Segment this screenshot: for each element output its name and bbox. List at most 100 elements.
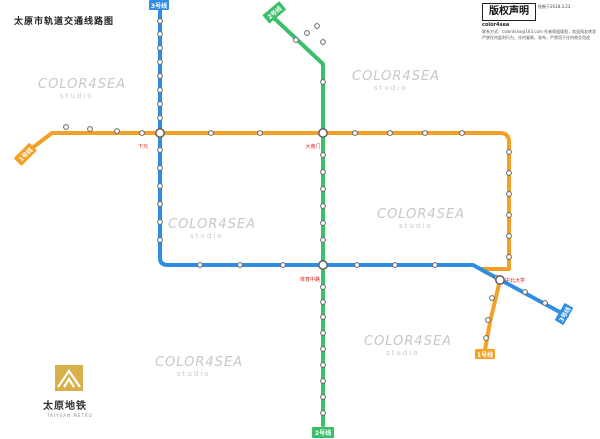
station-node[interactable] (293, 37, 299, 43)
station-node[interactable] (157, 237, 163, 243)
station-node[interactable] (320, 410, 326, 416)
logo-name: 太原地铁 (43, 401, 87, 412)
watermark-subtext: studio (60, 92, 94, 100)
station-node[interactable] (506, 212, 512, 218)
station-node[interactable] (483, 335, 489, 341)
station-node[interactable] (320, 169, 326, 175)
station-node[interactable] (280, 262, 286, 268)
station-node[interactable] (314, 23, 320, 29)
station-node[interactable] (304, 30, 310, 36)
station-node[interactable] (320, 152, 326, 158)
station-node[interactable] (522, 289, 528, 295)
line1-badge-south[interactable] (475, 349, 495, 359)
line3-badge-south[interactable] (555, 303, 574, 325)
station-node[interactable] (208, 130, 214, 136)
station-node[interactable] (506, 170, 512, 176)
station-node[interactable] (257, 130, 263, 136)
station-node[interactable] (485, 317, 491, 323)
station-node[interactable] (320, 79, 326, 85)
station-node[interactable] (139, 130, 145, 136)
metro-logo-icon (55, 365, 83, 391)
route-layer (21, 5, 569, 427)
copyright-text: 联系方式：color4sea@163.com 作者保留版权，欢迎网友转发 严禁任… (482, 29, 597, 40)
interchange-node[interactable] (317, 259, 328, 270)
station-node[interactable] (387, 130, 393, 136)
station-node[interactable] (157, 18, 163, 24)
line2-badge[interactable] (262, 1, 286, 24)
station-node[interactable] (320, 39, 326, 45)
station-node[interactable] (352, 130, 358, 136)
station-node[interactable] (542, 300, 548, 306)
station-node[interactable] (197, 262, 203, 268)
watermark-text: COLOR4SEA (38, 77, 126, 92)
line2-route (272, 16, 325, 427)
station-node[interactable] (506, 254, 512, 260)
station-node[interactable] (432, 262, 438, 268)
line3-badge-label: 3号线 (151, 2, 167, 10)
station-node[interactable] (157, 165, 163, 171)
interchange-node[interactable] (155, 128, 166, 139)
watermark-text: COLOR4SEA (377, 207, 465, 222)
copyright-date: 绘制于2018.3.23 (538, 4, 571, 9)
interchange-node[interactable] (494, 274, 505, 285)
station-node[interactable] (157, 101, 163, 107)
station-node[interactable] (87, 126, 93, 132)
station-node[interactable] (320, 186, 326, 192)
station-node[interactable] (320, 330, 326, 336)
line3-badge[interactable] (149, 0, 169, 10)
taiyuan-metro-logo: 太原地铁 TAIYUAN METRO (43, 365, 121, 425)
station-node[interactable] (157, 87, 163, 93)
station-node[interactable] (157, 45, 163, 51)
station-node[interactable] (63, 124, 69, 130)
interchange-label-xiayuan: 下元 (138, 144, 148, 150)
station-node[interactable] (320, 378, 326, 384)
station-node[interactable] (157, 219, 163, 225)
station-node[interactable] (320, 394, 326, 400)
station-node[interactable] (320, 346, 326, 352)
watermark-subtext: studio (386, 349, 420, 357)
copyright-title: 版权声明 (482, 3, 536, 21)
station-node[interactable] (320, 220, 326, 226)
line1-badge[interactable] (14, 143, 37, 166)
watermark-layer: COLOR4SEAstudioCOLOR4SEAstudioCOLOR4SEAs… (38, 69, 465, 378)
station-node[interactable] (157, 31, 163, 37)
station-node[interactable] (320, 362, 326, 368)
station-node[interactable] (506, 191, 512, 197)
station-node[interactable] (157, 183, 163, 189)
station-node[interactable] (422, 130, 428, 136)
station-node[interactable] (320, 237, 326, 243)
interchange-label-dananmen: 大南门 (305, 143, 320, 150)
station-node[interactable] (320, 203, 326, 209)
station-node[interactable] (114, 128, 120, 134)
map-title: 太原市轨道交通线路图 (14, 17, 115, 27)
label-layer: 3号线 2号线 1号线 1号线 2号线 3号线 下元 大南门 体育中路 中北大学 (14, 0, 574, 438)
station-node[interactable] (320, 299, 326, 305)
interchange-node[interactable] (317, 128, 328, 139)
line3-route (158, 5, 569, 318)
station-node[interactable] (320, 314, 326, 320)
line2-badge-south[interactable] (312, 427, 334, 438)
line1-route (21, 131, 511, 352)
station-node[interactable] (489, 295, 495, 301)
station-node[interactable] (237, 262, 243, 268)
watermark-subtext: studio (374, 84, 408, 92)
station-node[interactable] (157, 147, 163, 153)
watermark-text: COLOR4SEA (155, 355, 243, 370)
watermark-subtext: studio (399, 222, 433, 230)
interchange-label-zhongbei: 中北大学 (505, 277, 525, 284)
station-node[interactable] (157, 73, 163, 79)
station-node[interactable] (459, 130, 465, 136)
copyright-brand: color4sea (482, 22, 510, 28)
station-node[interactable] (506, 149, 512, 155)
station-node[interactable] (354, 262, 360, 268)
watermark-text: COLOR4SEA (352, 69, 440, 84)
station-node[interactable] (506, 233, 512, 239)
station-node[interactable] (157, 115, 163, 121)
station-node[interactable] (157, 59, 163, 65)
station-node[interactable] (157, 201, 163, 207)
interchange-label-tiyu: 体育中路 (300, 276, 320, 283)
station-node[interactable] (320, 284, 326, 290)
station-node[interactable] (392, 262, 398, 268)
